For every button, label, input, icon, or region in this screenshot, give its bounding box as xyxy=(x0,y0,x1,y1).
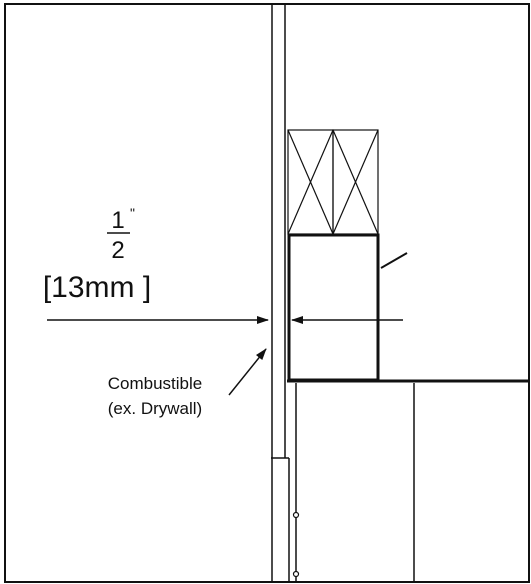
dimension-inch-mark: " xyxy=(130,205,135,221)
callout-arrow xyxy=(228,348,267,396)
appliance-top xyxy=(287,233,380,382)
hinge-dot xyxy=(292,570,300,578)
callout-line-1: Combustible xyxy=(108,374,203,393)
dimension-denominator: 2 xyxy=(111,237,124,264)
framing-blocks xyxy=(287,129,379,235)
lower-cabinet xyxy=(292,383,415,582)
dimension-numerator: 1 xyxy=(111,207,124,234)
diagram-frame xyxy=(4,3,530,583)
callout-line-2: (ex. Drywall) xyxy=(108,399,202,418)
wall-base-trim xyxy=(271,457,290,582)
combustible-wall xyxy=(271,4,286,582)
leader-line xyxy=(380,252,408,269)
hinge-dot xyxy=(292,511,300,519)
dimension-metric: [13mm ] xyxy=(43,271,151,304)
